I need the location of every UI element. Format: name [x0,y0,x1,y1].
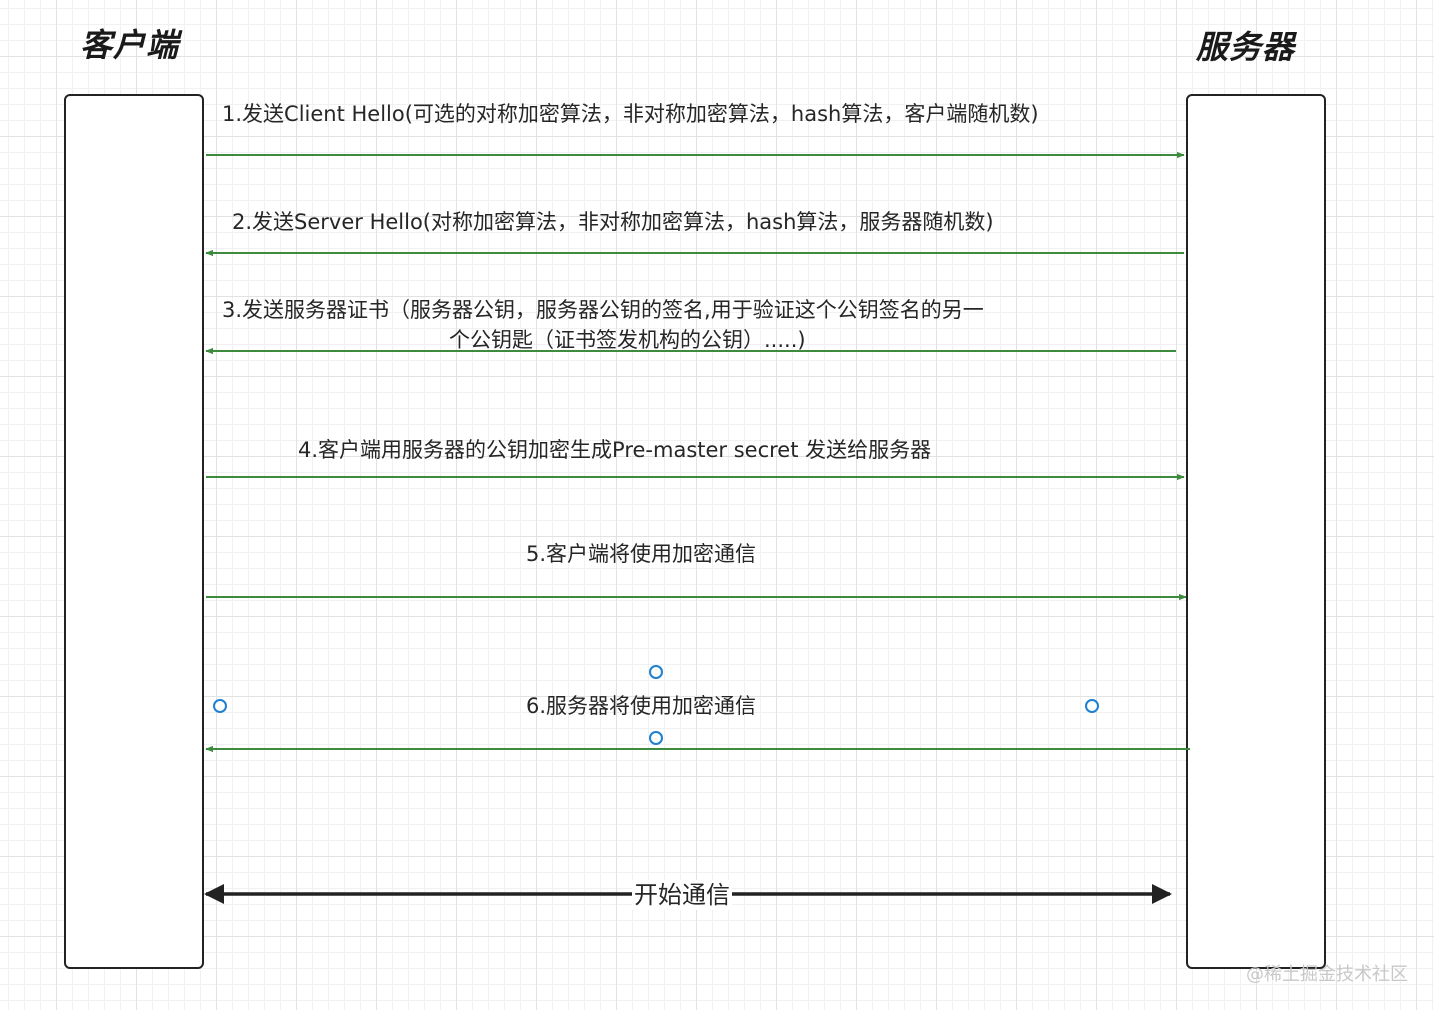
watermark: @稀土掘金技术社区 [1246,964,1408,985]
client-title: 客户端 [80,26,180,64]
selection-handle-left[interactable] [213,699,227,713]
message-1-label: 1.发送Client Hello(可选的对称加密算法，非对称加密算法，hash算… [222,102,1039,126]
message-3-label-line-1: 3.发送服务器证书（服务器公钥，服务器公钥的签名,用于验证这个公钥签名的另一 [222,298,984,322]
message-4-label: 4.客户端用服务器的公钥加密生成Pre-master secret 发送给服务器 [298,438,932,462]
message-3-label-line-2: 个公钥匙（证书签发机构的公钥）.....) [449,328,806,352]
server-title: 服务器 [1196,28,1296,66]
selection-handle-top[interactable] [649,665,663,679]
start-communication-label: 开始通信 [632,880,732,910]
selection-handle-right[interactable] [1085,699,1099,713]
message-6-label[interactable]: 6.服务器将使用加密通信 [526,694,757,718]
client-lifeline-box[interactable] [64,94,204,969]
message-2-label: 2.发送Server Hello(对称加密算法，非对称加密算法，hash算法，服… [232,210,994,234]
message-5-label: 5.客户端将使用加密通信 [526,542,757,566]
selection-handle-bottom[interactable] [649,731,663,745]
server-lifeline-box[interactable] [1186,94,1326,969]
